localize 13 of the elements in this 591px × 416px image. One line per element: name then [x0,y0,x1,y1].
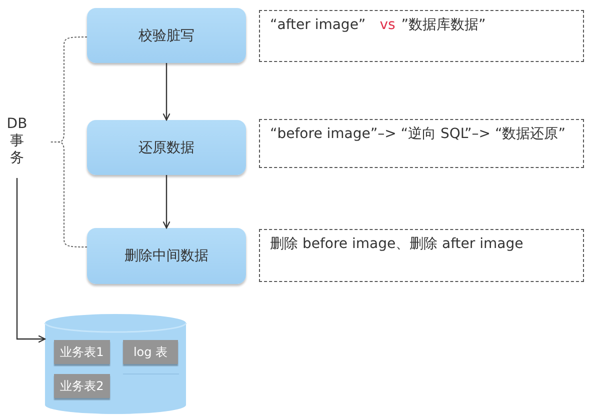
step-box: 校验脏写 [87,8,246,63]
note-box: “before image”–> “逆向 SQL”–> “数据还原” [259,119,584,168]
label-text: DB 事务 [6,116,28,170]
step-box: 删除中间数据 [87,228,246,284]
arrow [16,178,46,343]
arrow [162,63,170,121]
note-box: “after image” vs ”数据库数据” [259,10,584,62]
arrow [162,175,170,229]
table-box: 业务表2 [54,374,110,398]
note-box: 删除 before image、删除 after image [259,229,584,282]
table-box: log 表 [123,340,178,364]
step-box: 还原数据 [87,120,246,175]
table-box: 业务表1 [54,340,110,364]
